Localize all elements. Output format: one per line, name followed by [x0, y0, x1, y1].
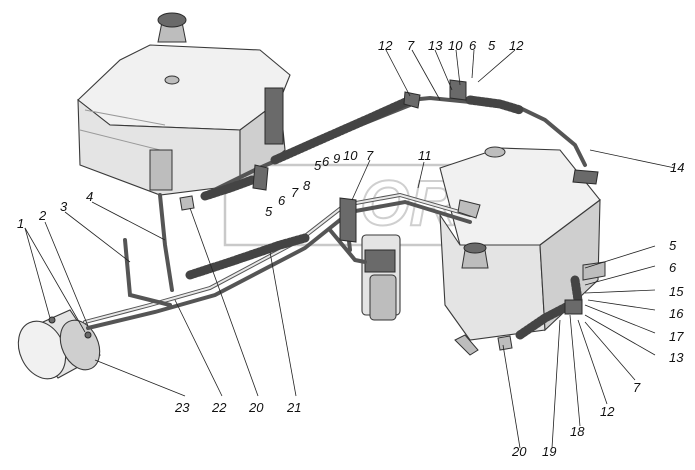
- callout-12: 12: [509, 38, 524, 53]
- callout-21: 21: [286, 400, 301, 415]
- callout-labels: 1 2 3 4 23 22 20 21 5 6 7 8 5 6 9 10 7 1…: [17, 38, 684, 459]
- callout-20: 20: [511, 444, 527, 459]
- callout-6: 6: [469, 38, 477, 53]
- callout-6: 6: [278, 193, 286, 208]
- callout-5: 5: [669, 238, 677, 253]
- callout-15: 15: [669, 284, 684, 299]
- callout-7: 7: [407, 38, 415, 53]
- callout-7: 7: [291, 185, 299, 200]
- callout-3: 3: [60, 199, 68, 214]
- callout-7: 7: [633, 380, 641, 395]
- left-fuel-tank: [77, 12, 291, 196]
- callout-10: 10: [448, 38, 463, 53]
- callout-20: 20: [248, 400, 264, 415]
- callout-1: 1: [17, 216, 24, 231]
- callout-6: 6: [669, 260, 677, 275]
- cylinder-tank: [17, 309, 101, 380]
- callout-18: 18: [570, 424, 585, 439]
- callout-13: 13: [669, 350, 684, 365]
- callout-10: 10: [343, 148, 358, 163]
- callout-12: 12: [378, 38, 393, 53]
- fuel-filter: [361, 234, 401, 321]
- callout-11: 11: [418, 148, 432, 163]
- callout-4: 4: [86, 189, 93, 204]
- clamps: [179, 79, 599, 351]
- callout-14: 14: [670, 160, 684, 175]
- callout-17: 17: [669, 329, 684, 344]
- callout-5: 5: [314, 158, 322, 173]
- right-fuel-tank: [439, 146, 606, 356]
- callout-5: 5: [488, 38, 496, 53]
- callout-12: 12: [600, 404, 615, 419]
- callout-2: 2: [38, 208, 47, 223]
- callout-6: 6: [322, 154, 330, 169]
- hoses: [185, 95, 583, 340]
- callout-19: 19: [542, 444, 556, 459]
- callout-16: 16: [669, 306, 684, 321]
- callout-8: 8: [303, 178, 311, 193]
- leader-lines: [24, 49, 676, 449]
- callout-9: 9: [333, 151, 340, 166]
- callout-13: 13: [428, 38, 443, 53]
- callout-23: 23: [174, 400, 190, 415]
- callout-5: 5: [265, 204, 273, 219]
- callout-7: 7: [366, 148, 374, 163]
- callout-22: 22: [211, 400, 227, 415]
